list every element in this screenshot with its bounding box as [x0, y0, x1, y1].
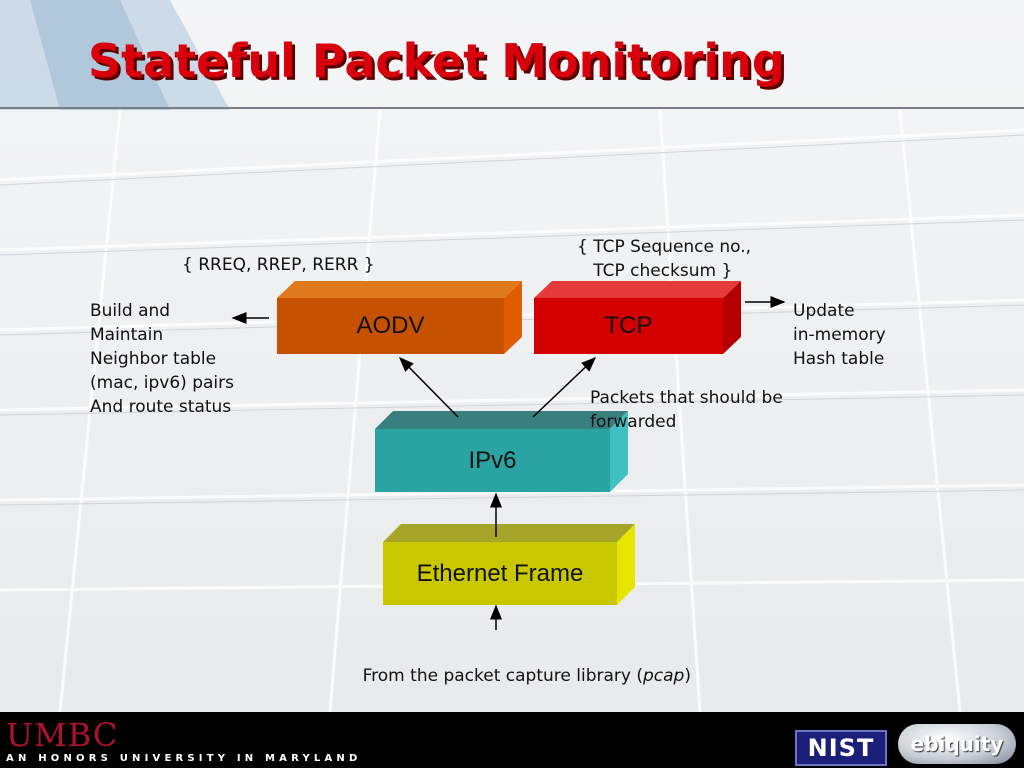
tcp-fields-note: { TCP Sequence no., TCP checksum }	[577, 237, 752, 281]
forwarded-note: Packets that should be forwarded	[590, 388, 783, 432]
pcap-source-suffix: )	[684, 666, 691, 686]
aodv-messages-note: { RREQ, RREP, RERR }	[182, 255, 375, 275]
arrow-ipv6-to-aodv	[398, 356, 459, 418]
pcap-source-note: From the packet capture library (pcap)	[341, 640, 691, 712]
aodv-box	[277, 281, 522, 354]
aodv-label: AODV	[356, 312, 425, 339]
ethernet-frame-box	[383, 524, 635, 605]
neighbor-table-note: Build and Maintain Neighbor table (mac, …	[90, 301, 234, 417]
hash-table-note: Update in-memory Hash table	[793, 301, 886, 369]
umbc-logo: UMBC	[6, 716, 119, 754]
nist-logo: NIST	[795, 730, 887, 766]
pcap-source-prefix: From the packet capture library (	[362, 666, 643, 686]
umbc-tagline: AN HONORS UNIVERSITY IN MARYLAND	[6, 753, 362, 764]
ethernet-frame-label: Ethernet Frame	[416, 560, 584, 587]
arrow-ipv6-to-tcp	[532, 356, 597, 418]
title-divider	[0, 107, 1024, 109]
ipv6-box	[375, 411, 628, 492]
slide-title: Stateful Packet Monitoring	[88, 34, 785, 88]
ipv6-label: IPv6	[468, 447, 517, 474]
pcap-source-italic: pcap	[642, 666, 685, 686]
diagram	[231, 281, 786, 630]
tcp-box	[534, 281, 741, 354]
tcp-label: TCP	[604, 312, 653, 339]
ebiquity-logo: ebiquity	[898, 724, 1016, 764]
